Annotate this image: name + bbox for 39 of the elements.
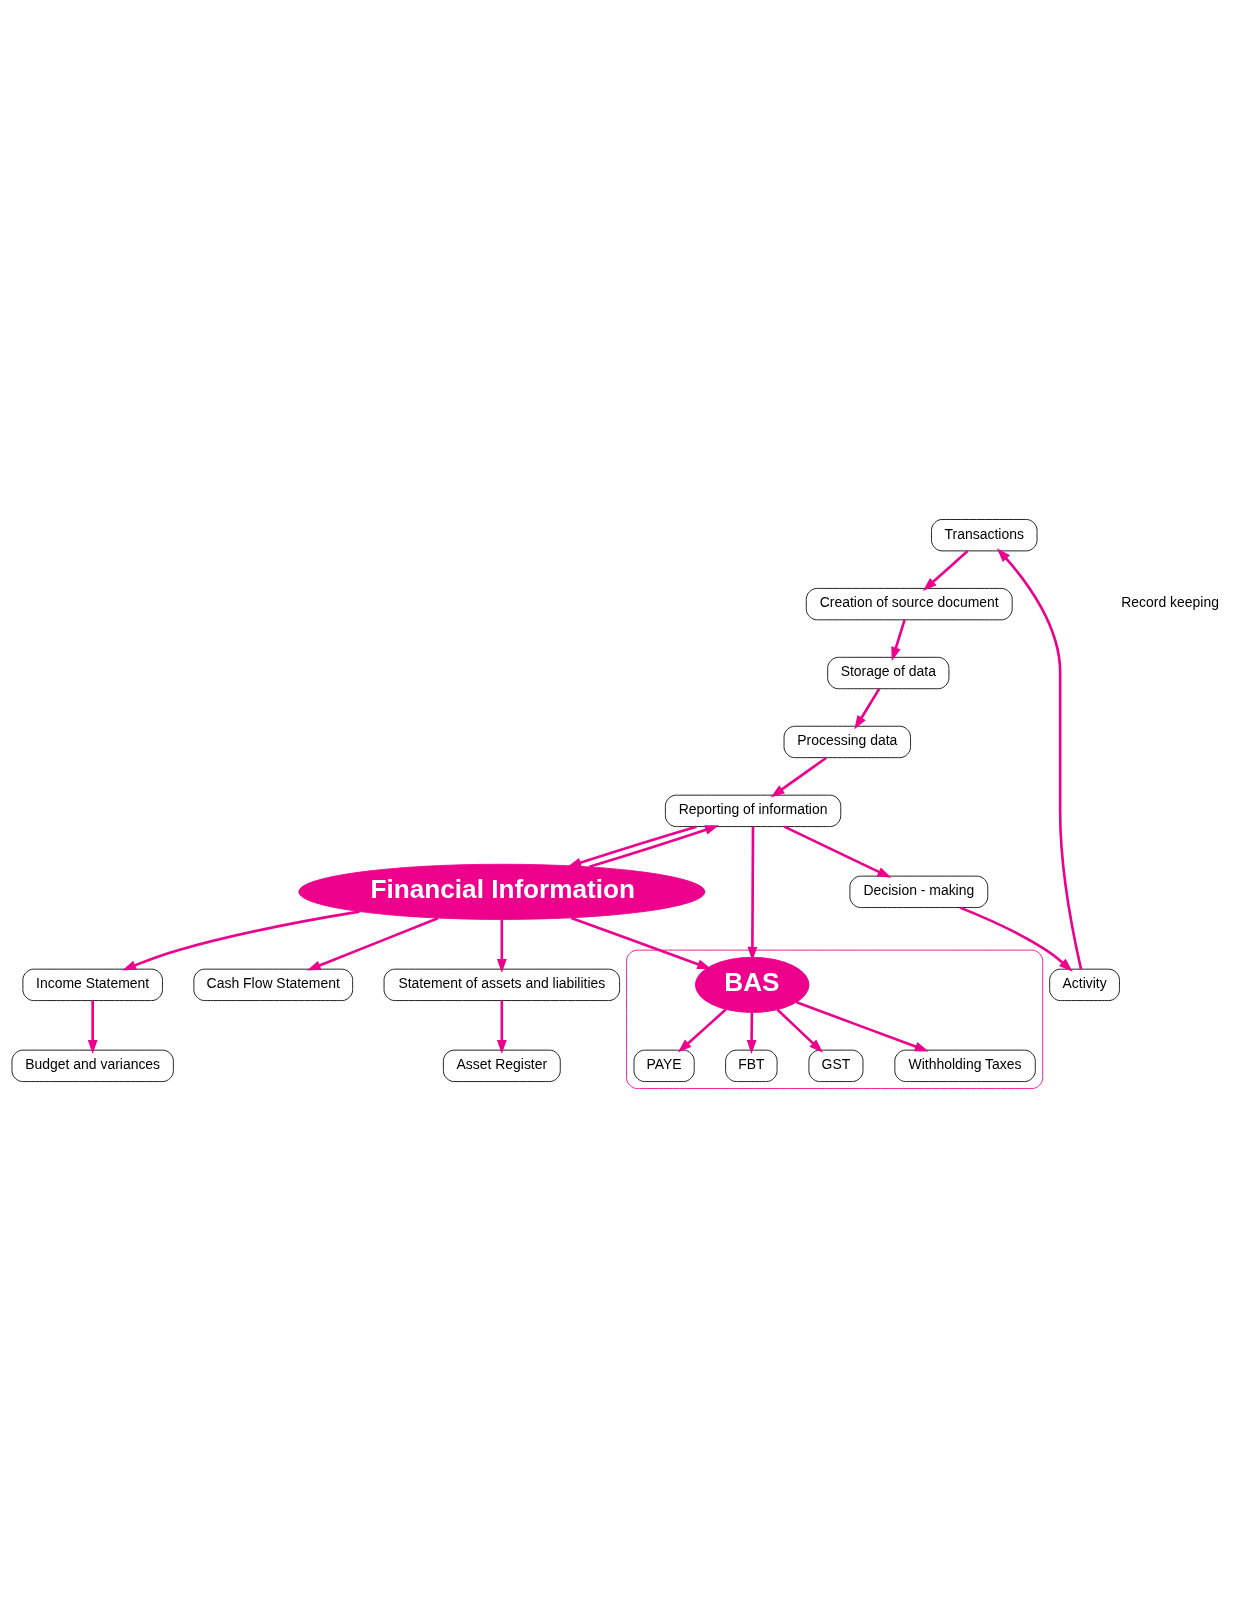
label: Record keeping — [1121, 594, 1219, 611]
arrow — [770, 756, 828, 798]
node-box: Creation of source document — [805, 587, 1013, 621]
node-box: Storage of data — [827, 656, 950, 690]
cluster — [626, 949, 1044, 1089]
arrow — [570, 916, 712, 970]
node-box: PAYE — [633, 1049, 695, 1082]
arrow — [747, 826, 758, 961]
arrow — [87, 1000, 98, 1055]
node-box: Processing data — [783, 725, 911, 759]
arrow — [122, 910, 360, 971]
arrow — [746, 1012, 757, 1054]
node-box: Reporting of information — [664, 794, 842, 827]
arrow — [496, 919, 507, 973]
arrow — [996, 548, 1083, 970]
node-box: Cash Flow Statement — [193, 968, 354, 1001]
node-box: Decision - making — [849, 875, 989, 908]
node-box: Income Statement — [22, 968, 163, 1001]
node-box: FBT — [725, 1049, 778, 1082]
arrow — [796, 1001, 929, 1052]
node-box: Statement of assets and liabilities — [383, 968, 621, 1001]
arrow — [677, 1008, 727, 1053]
arrow — [783, 825, 892, 878]
arrow — [854, 688, 881, 730]
arrow — [496, 1000, 507, 1055]
arrow — [922, 550, 969, 591]
node-box: GST — [808, 1049, 864, 1082]
node-ellipse: Financial Information — [298, 863, 706, 920]
node-box: Asset Register — [442, 1049, 561, 1082]
node-box: Budget and variances — [11, 1049, 174, 1082]
node-box: Transactions — [931, 519, 1038, 552]
arrow — [776, 1008, 824, 1053]
arrow — [306, 917, 439, 971]
arrow — [567, 825, 697, 868]
arrow — [891, 619, 906, 662]
arrow — [959, 906, 1073, 972]
node-box: Activity — [1049, 968, 1120, 1001]
node-box: Withholding Taxes — [894, 1049, 1036, 1082]
arrow — [589, 825, 720, 869]
